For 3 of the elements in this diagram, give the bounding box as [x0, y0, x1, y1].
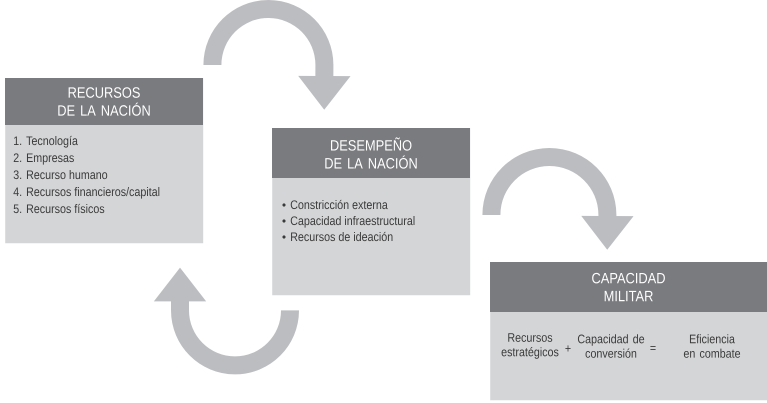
panel: CAPACIDAD MILITAR Recursos estratégicos + Capacidad de conversión = Eficiencia en combate — [490, 262, 767, 400]
panel: RECURSOS DE LA NACIÓN 1. Tecnología 2. Empresas 3. Recurso humano 4. Recursos financieros/capital 5. Recursos físicos — [5, 78, 204, 244]
panel: DESEMPEÑO DE LA NACIÓN Constricción externa Capacidad infraestructural Recursos de ideación — [272, 128, 470, 296]
